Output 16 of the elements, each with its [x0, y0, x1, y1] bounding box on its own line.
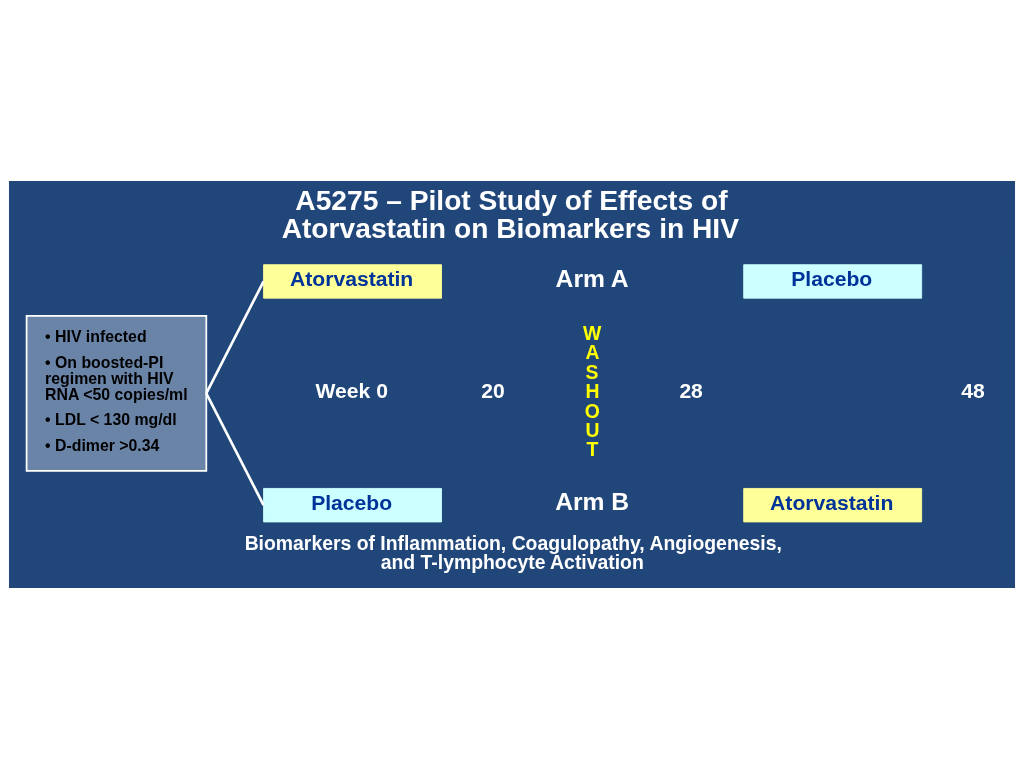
connector [205, 280, 265, 394]
label: Arm A [555, 264, 629, 292]
label: Arm B [555, 487, 630, 515]
connector [205, 392, 265, 506]
node-box: Atorvastatin [263, 263, 442, 299]
node-box: • HIV infected • On boosted-PI regimen with HIV RNA <50 copies/ml • LDL < 130 mg/dl • D-dimer >0.34 [25, 314, 208, 472]
diagram-title: A5275 – Pilot Study of Effects of Atorvastatin on Biomarkers in HIV [281, 183, 740, 244]
label: W A S H O U T [582, 321, 602, 460]
node-box: Atorvastatin [743, 487, 923, 522]
label: 20 [481, 378, 505, 402]
label: 48 [961, 378, 985, 402]
caption: Biomarkers of Inflammation, Coagulopathy, Angiogenesis, and T-lymphocyte Activation [244, 531, 782, 573]
node-box: Placebo [263, 487, 442, 522]
label: Week 0 [315, 378, 388, 402]
label: 28 [679, 378, 703, 402]
node-box: Placebo [743, 263, 923, 299]
